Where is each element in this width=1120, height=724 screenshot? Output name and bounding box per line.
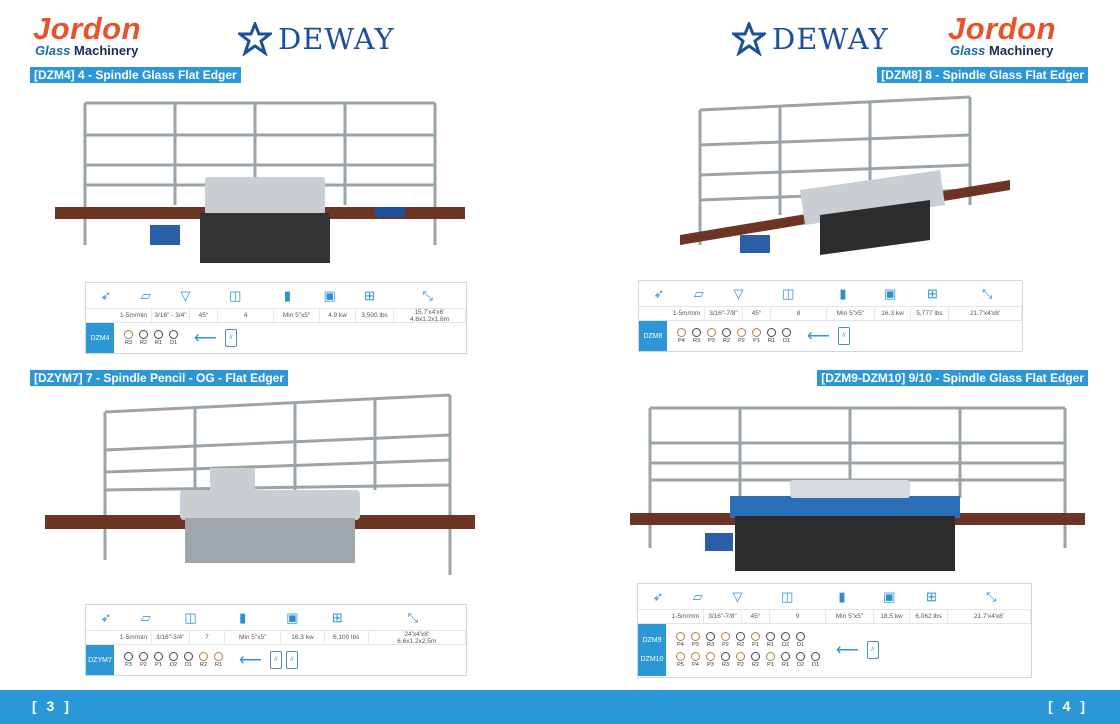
dimension-icon: ⤡ [986, 588, 997, 604]
wheel-list: R3 R2 R1 D1 [114, 330, 178, 346]
page-number-left: [ 3 ] [32, 698, 72, 714]
glass-icon: // [285, 651, 298, 669]
spec-table-dzym7: ➶ ▱ ◫ ▮ ▣ ⊞ ⤡ 1-5m/min 3/16"-3/4" 7 Min … [85, 604, 467, 676]
jordon-logo: Jordon Glass Machinery [948, 11, 1057, 58]
thickness-icon: ▱ [140, 287, 151, 303]
wheel-list-dzm10: P5 P4 P3 R3 P2 R2 P1 R1 D2 D1 [666, 652, 820, 668]
thickness-icon: ▱ [140, 609, 151, 625]
deway-star-icon [732, 22, 766, 56]
glass-icon: // [837, 327, 850, 345]
arrow-left-icon: ⟵ [836, 642, 859, 659]
size-icon: ▮ [838, 588, 846, 604]
power-icon: ▣ [884, 285, 897, 301]
wheel-list-dzm9: P4 P3 R3 P2 R2 P1 R1 D2 D1 [666, 632, 820, 648]
section-title-dzm4: [DZM4] 4 - Spindle Glass Flat Edger [30, 67, 241, 83]
power-icon: ▣ [323, 287, 336, 303]
glass-icon: // [866, 641, 879, 659]
footer-bar: [ 3 ] [ 4 ] [0, 690, 1120, 724]
jordon-logo: Jordon Glass Machinery [33, 11, 142, 58]
wheel-list: P4 R3 P3 R2 P2 P1 R1 D1 [667, 328, 791, 344]
speed-icon: ➶ [652, 588, 664, 604]
left-page: Jordon Glass Machinery DEWAY [DZM4] 4 - … [0, 0, 560, 690]
size-icon: ▮ [283, 287, 292, 303]
power-icon: ▣ [286, 609, 299, 625]
dimension-icon: ⤡ [407, 609, 418, 625]
wheel-list: P3 P2 P1 D2 D1 R2 R1 [114, 652, 223, 668]
size-icon: ▮ [239, 609, 247, 625]
weight-icon: ⊞ [331, 609, 343, 625]
machine-image-dzm4 [55, 95, 465, 270]
power-icon: ▣ [883, 588, 896, 604]
speed-icon: ➶ [653, 285, 665, 301]
weight-icon: ⊞ [364, 287, 375, 303]
deway-star-icon [238, 22, 272, 56]
machine-image-dzm8 [680, 95, 1010, 275]
section-title-dzym7: [DZYM7] 7 - Spindle Pencil - OG - Flat E… [30, 370, 289, 386]
spindles-icon: ◫ [229, 287, 242, 303]
deway-logo: DEWAY [732, 22, 889, 56]
angle-icon: ▽ [180, 287, 191, 303]
weight-icon: ⊞ [926, 588, 937, 604]
size-icon: ▮ [839, 285, 847, 301]
section-title-dzm8: [DZM8] 8 - Spindle Glass Flat Edger [877, 67, 1088, 83]
thickness-icon: ▱ [693, 285, 704, 301]
page-number-right: [ 4 ] [1048, 698, 1088, 714]
arrow-left-icon: ⟵ [239, 652, 262, 669]
thickness-icon: ▱ [692, 588, 703, 604]
angle-icon: ▽ [733, 285, 744, 301]
angle-icon: ▽ [732, 588, 743, 604]
speed-icon: ➶ [100, 287, 112, 303]
arrow-left-icon: ⟵ [807, 328, 830, 345]
glass-icon: // [224, 329, 237, 347]
spindles-icon: ◫ [782, 285, 795, 301]
spindles-icon: ◫ [184, 609, 197, 625]
section-title-dzm910: [DZM9-DZM10] 9/10 - Spindle Glass Flat E… [817, 370, 1088, 386]
right-page: DEWAY Jordon Glass Machinery [DZM8] 8 - … [560, 0, 1120, 690]
dimension-icon: ⤡ [422, 287, 433, 303]
machine-image-dzym7 [45, 390, 475, 585]
spec-table-dzm8: ➶ ▱ ▽ ◫ ▮ ▣ ⊞ ⤡ 1-5m/mm 3/16"-7/8" 45° 8… [638, 280, 1023, 352]
spec-table-dzm4: ➶ ▱ ▽ ◫ ▮ ▣ ⊞ ⤡ 1-5m/min 3/16" - 3/4" 45… [85, 282, 467, 354]
weight-icon: ⊞ [927, 285, 938, 301]
glass-icon: // [269, 651, 282, 669]
spec-table-dzm910: ➶ ▱ ▽ ◫ ▮ ▣ ⊞ ⤡ 1-5m/mm 3/16"-7/8" 45° 9… [637, 583, 1032, 678]
machine-image-dzm910 [630, 398, 1085, 578]
speed-icon: ➶ [100, 609, 112, 625]
arrow-left-icon: ⟵ [194, 330, 217, 347]
deway-logo: DEWAY [238, 22, 395, 56]
dimension-icon: ⤡ [981, 285, 993, 301]
spindles-icon: ◫ [781, 588, 794, 604]
